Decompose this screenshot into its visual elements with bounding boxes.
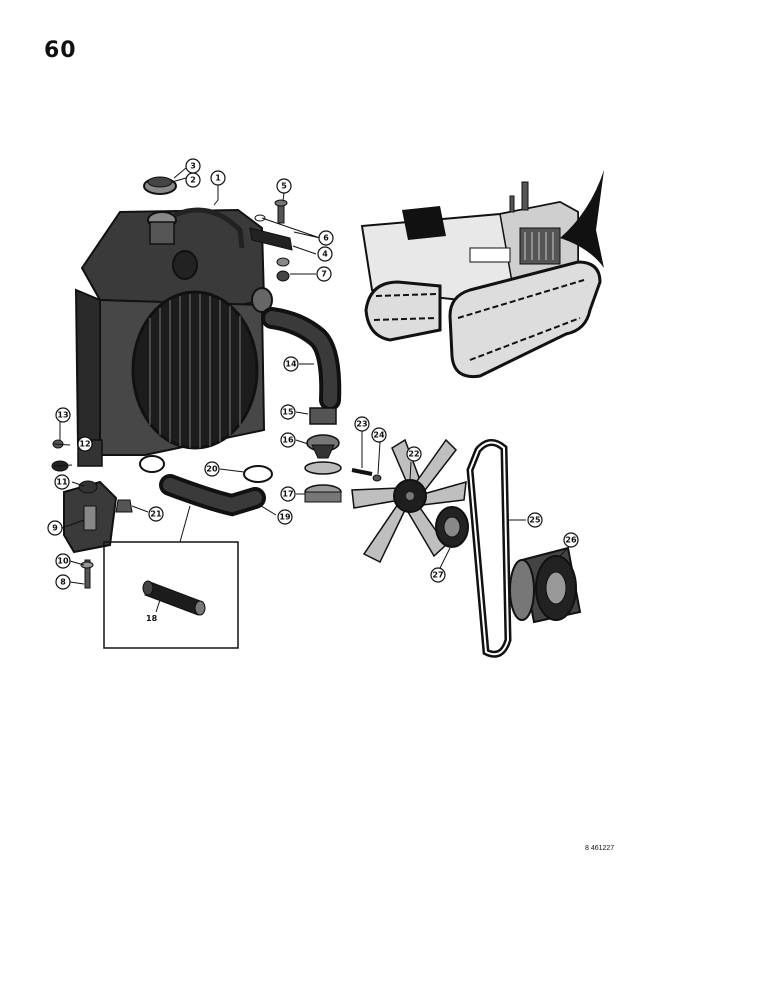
callout-9: 9 [47, 520, 63, 536]
svg-text:19: 19 [279, 513, 291, 522]
upper-hose [261, 307, 342, 411]
svg-text:25: 25 [529, 516, 541, 525]
svg-text:13: 13 [57, 411, 68, 420]
callout-16: 16 [280, 432, 296, 448]
callout-14: 14 [283, 356, 299, 372]
svg-text:2: 2 [190, 176, 196, 185]
callout-3: 3 [185, 158, 201, 174]
tractor-illustration [360, 170, 604, 379]
callout-19: 19 [277, 509, 293, 525]
callout-7: 7 [316, 266, 332, 282]
svg-text:9: 9 [52, 524, 58, 533]
svg-text:17: 17 [282, 490, 293, 499]
callout-27: 27 [430, 567, 446, 583]
svg-text:8: 8 [60, 578, 66, 587]
svg-text:22: 22 [408, 450, 419, 459]
svg-text:26: 26 [565, 536, 577, 545]
callout-15: 15 [280, 404, 296, 420]
callout-25: 25 [527, 512, 543, 528]
radiator [74, 207, 273, 467]
hose-detail [103, 541, 239, 649]
thermostat [304, 407, 342, 503]
callout-2: 2 [185, 172, 201, 188]
fan-bearing [435, 506, 469, 548]
mount-bracket [249, 199, 293, 282]
callout-23: 23 [354, 416, 370, 432]
svg-text:15: 15 [282, 408, 294, 417]
svg-text:12: 12 [79, 440, 90, 449]
callout-18: 18 [146, 614, 158, 623]
svg-text:4: 4 [322, 250, 328, 259]
callout-17: 17 [280, 486, 296, 502]
callout-11: 11 [54, 474, 70, 490]
svg-text:20: 20 [206, 465, 218, 474]
callout-8: 8 [55, 574, 71, 590]
svg-text:24: 24 [373, 431, 385, 440]
svg-text:11: 11 [56, 478, 68, 487]
svg-text:21: 21 [150, 510, 162, 519]
callout-13: 13 [55, 407, 71, 423]
svg-text:3: 3 [190, 162, 196, 171]
callout-12: 12 [77, 436, 93, 452]
svg-text:16: 16 [282, 436, 294, 445]
callout-5: 5 [276, 178, 292, 194]
callout-26: 26 [563, 532, 579, 548]
svg-text:27: 27 [432, 571, 443, 580]
svg-text:23: 23 [356, 420, 367, 429]
svg-text:1: 1 [215, 174, 221, 183]
svg-text:6: 6 [323, 234, 329, 243]
callout-22: 22 [406, 446, 422, 462]
radiator-cap [143, 176, 177, 195]
drawing-code: 8 461227 [585, 845, 615, 852]
fan-belt [466, 439, 512, 658]
pulley [509, 546, 582, 624]
lower-hose [139, 455, 273, 517]
callout-10: 10 [55, 553, 71, 569]
callout-6: 6 [318, 230, 334, 246]
svg-text:7: 7 [321, 270, 327, 279]
callout-24: 24 [371, 427, 387, 443]
callout-4: 4 [317, 246, 333, 262]
page-number: 60 [44, 38, 77, 63]
fan-bolts [351, 468, 382, 482]
callout-21: 21 [148, 506, 164, 522]
svg-text:5: 5 [281, 182, 287, 191]
fan [351, 438, 467, 564]
svg-text:14: 14 [285, 360, 297, 369]
svg-text:10: 10 [57, 557, 69, 566]
callout-1: 1 [210, 170, 226, 186]
callout-20: 20 [204, 461, 220, 477]
